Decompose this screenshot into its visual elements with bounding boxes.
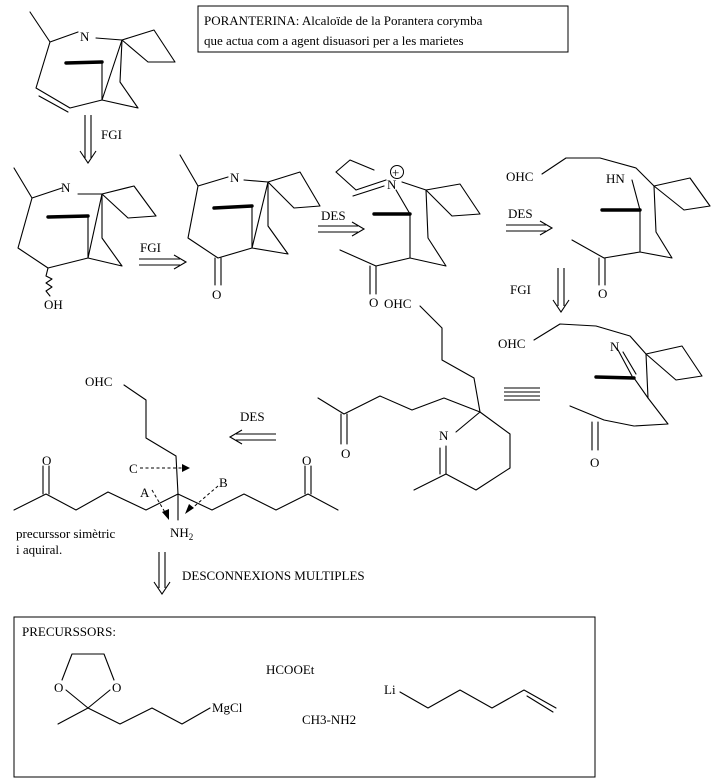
atom-o: O bbox=[590, 455, 599, 470]
atom-n: N bbox=[230, 170, 240, 185]
atom-n: N bbox=[387, 177, 397, 192]
arrow-des-left-3: DES bbox=[228, 409, 276, 445]
atom-n: N bbox=[61, 180, 71, 195]
atom-ohc: OHC bbox=[85, 374, 112, 389]
arrow-label-fgi-3: FGI bbox=[510, 282, 531, 297]
structure-piperideine: OHC N O bbox=[317, 296, 511, 491]
atom-o: O bbox=[302, 453, 311, 468]
arrow-fgi-down-3: FGI bbox=[510, 268, 570, 313]
arrow-label-des-3: DES bbox=[240, 409, 265, 424]
label-c: C bbox=[129, 461, 138, 476]
atom-ohc: OHC bbox=[498, 336, 525, 351]
precursor-note-line-1: precurssor simètric bbox=[16, 526, 116, 541]
precursors-box: PRECURSSORS: O O MgCl HCOOEt CH3-NH2 Li bbox=[13, 616, 596, 778]
atom-o: O bbox=[598, 286, 607, 301]
atom-ohc: OHC bbox=[384, 296, 411, 311]
atom-li: Li bbox=[384, 682, 396, 697]
atom-o: O bbox=[54, 680, 63, 695]
arrow-label-fgi-1: FGI bbox=[101, 127, 122, 142]
arrow-fgi-right-2: FGI bbox=[139, 240, 188, 270]
title-box-frame bbox=[197, 5, 569, 53]
atom-plus: + bbox=[392, 165, 399, 180]
precursor-pentenyllithium: Li bbox=[384, 682, 557, 713]
structure-poranterine: N bbox=[29, 11, 176, 113]
arrow-label-multiple: DESCONNEXIONS MULTIPLES bbox=[182, 568, 365, 583]
atom-nh2: NH2 bbox=[170, 525, 193, 542]
atom-n: N bbox=[439, 428, 449, 443]
structure-symmetric-precursor: OHC O O C A B NH2 precurssor simètric i … bbox=[13, 374, 339, 557]
atom-hn: HN bbox=[606, 171, 625, 186]
atom-o: O bbox=[369, 295, 378, 310]
atom-o: O bbox=[112, 680, 121, 695]
precursors-box-frame bbox=[13, 616, 596, 778]
precursor-dioxolane-grignard: O O MgCl bbox=[54, 653, 243, 725]
structure-ketone: N O bbox=[179, 154, 321, 302]
arrow-fgi-down-1: FGI bbox=[79, 115, 122, 164]
atom-mgcl: MgCl bbox=[212, 700, 243, 715]
atom-o: O bbox=[42, 453, 51, 468]
title-line-2: que actua com a agent disuasori per a le… bbox=[204, 33, 464, 48]
arrow-des-right-2: DES bbox=[506, 206, 554, 236]
title-box: PORANTERINA: Alcaloïde de la Porantera c… bbox=[197, 5, 569, 53]
atom-n: N bbox=[80, 29, 90, 44]
arrow-label-fgi-2: FGI bbox=[140, 240, 161, 255]
arrow-label-des-2: DES bbox=[508, 206, 533, 221]
label-a: A bbox=[140, 485, 150, 500]
structure-amino-aldehyde: OHC HN O bbox=[506, 157, 711, 301]
precursors-heading: PRECURSSORS: bbox=[22, 624, 116, 639]
arrow-label-des-1: DES bbox=[321, 208, 346, 223]
atom-oh: OH bbox=[44, 297, 63, 312]
atom-o: O bbox=[341, 446, 350, 461]
title-line-1: PORANTERINA: Alcaloïde de la Porantera c… bbox=[204, 13, 483, 28]
structure-iminium: N + O bbox=[335, 159, 481, 310]
structure-imine: OHC N O bbox=[498, 323, 703, 470]
positive-charge-circle bbox=[390, 165, 404, 179]
reagent-methylamine: CH3-NH2 bbox=[302, 712, 356, 727]
arrow-des-right-1: DES bbox=[318, 208, 366, 237]
atom-ohc: OHC bbox=[506, 169, 533, 184]
structure-alcohol: N OH bbox=[13, 167, 157, 312]
atom-o: O bbox=[212, 287, 221, 302]
reagent-hcooet: HCOOEt bbox=[266, 662, 315, 677]
arrow-multiple-disconnections: DESCONNEXIONS MULTIPLES bbox=[153, 552, 365, 595]
atom-n: N bbox=[610, 339, 620, 354]
label-b: B bbox=[219, 475, 228, 490]
equivalence-sign bbox=[504, 387, 540, 401]
precursor-note-line-2: i aquiral. bbox=[16, 542, 62, 557]
